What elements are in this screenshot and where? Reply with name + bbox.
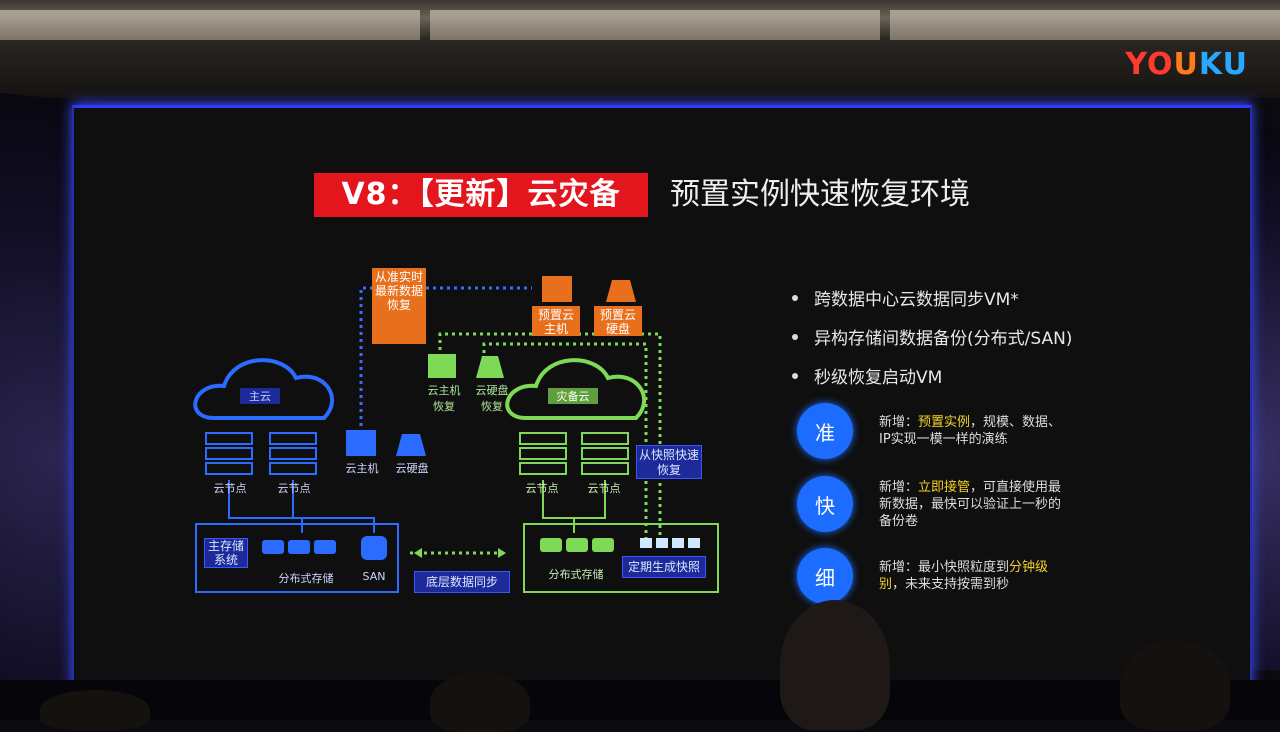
feature-description: 新增：预置实例，规模、数据、IP实现一模一样的演练 <box>879 415 1062 447</box>
realtime-recover-box: 从准实时最新数据恢复 <box>372 268 426 344</box>
feature-description: 新增：立即接管，可直接使用最新数据，最快可以验证上一秒的备份卷 <box>879 479 1062 529</box>
main-node-label-1: 云节点 <box>213 482 247 495</box>
recover-vm-icon <box>428 354 456 378</box>
vm-recover-label: 云主机恢复 <box>427 384 461 413</box>
preset-vm-label: 预置云主机 <box>532 306 580 336</box>
storage-disk-icons <box>262 536 387 560</box>
preset-disk-icon <box>606 280 636 302</box>
audience-head <box>40 690 150 730</box>
distributed-storage-label: 分布式存储 <box>278 572 334 585</box>
preset-disk-label: 预置云硬盘 <box>594 306 642 336</box>
bullet-item: 跨数据中心云数据同步VM* <box>792 278 1072 317</box>
audience-head <box>780 600 890 730</box>
disk-label: 云硬盘 <box>395 462 429 475</box>
feature-icon: 细 <box>797 548 853 604</box>
main-storage-system-box: 主存储系统 <box>204 538 248 568</box>
slide-title: 预置实例快速恢复环境 <box>670 177 970 212</box>
main-cloud-icon <box>193 358 335 420</box>
main-storage-box <box>195 523 399 593</box>
dr-cloud-label: 灾备云 <box>548 388 598 404</box>
feature-accurate: 准 新增：预置实例，规模、数据、IP实现一模一样的演练 <box>797 403 1069 459</box>
vm-icon <box>346 430 376 456</box>
recover-disk-icon <box>476 356 504 378</box>
feature-icon: 快 <box>797 476 853 532</box>
ceiling <box>0 0 1280 98</box>
sync-label: 底层数据同步 <box>414 571 510 593</box>
san-label: SAN <box>362 570 386 583</box>
main-node-label-2: 云节点 <box>277 482 311 495</box>
bullet-item: 异构存储间数据备份(分布式/SAN) <box>792 317 1072 356</box>
youku-watermark: YOUKU <box>1125 47 1248 82</box>
feature-fine: 细 新增：最小快照粒度到分钟级别，未来支持按需到秒 <box>797 548 1069 604</box>
audience-head <box>430 672 530 732</box>
architecture-diagram <box>193 276 719 593</box>
bullet-item: 秒级恢复启动VM <box>792 356 1072 395</box>
presentation-slide: V8：【更新】云灾备 预置实例快速恢复环境 <box>72 105 1252 693</box>
feature-icon: 准 <box>797 403 853 459</box>
feature-fast: 快 新增：立即接管，可直接使用最新数据，最快可以验证上一秒的备份卷 <box>797 476 1069 532</box>
main-node-servers-icon <box>205 432 317 475</box>
dr-node-label-2: 云节点 <box>587 482 621 495</box>
main-cloud-label: 主云 <box>240 388 280 404</box>
preset-vm-icon <box>542 276 572 302</box>
snapshot-icons <box>640 538 700 548</box>
dr-distributed-storage-label: 分布式存储 <box>548 568 604 581</box>
dr-node-servers-icon <box>519 432 629 475</box>
slide-title-tag: V8：【更新】云灾备 <box>314 173 648 217</box>
vm-label: 云主机 <box>345 462 379 475</box>
periodic-snapshot-label: 定期生成快照 <box>622 556 706 578</box>
bullet-list: 跨数据中心云数据同步VM* 异构存储间数据备份(分布式/SAN) 秒级恢复启动V… <box>792 278 1072 395</box>
feature-description: 新增：最小快照粒度到分钟级别，未来支持按需到秒 <box>879 560 1049 592</box>
dr-node-label-1: 云节点 <box>525 482 559 495</box>
disk-recover-label: 云硬盘恢复 <box>475 384 509 413</box>
disk-icon <box>396 434 426 456</box>
dr-cloud-icon <box>505 358 647 420</box>
snapshot-recover-box: 从快照快速恢复 <box>636 445 702 479</box>
audience-head <box>1120 640 1230 730</box>
dr-storage-disk-icons <box>540 538 614 552</box>
dr-storage-box <box>523 523 719 593</box>
audience-area <box>0 680 1280 720</box>
